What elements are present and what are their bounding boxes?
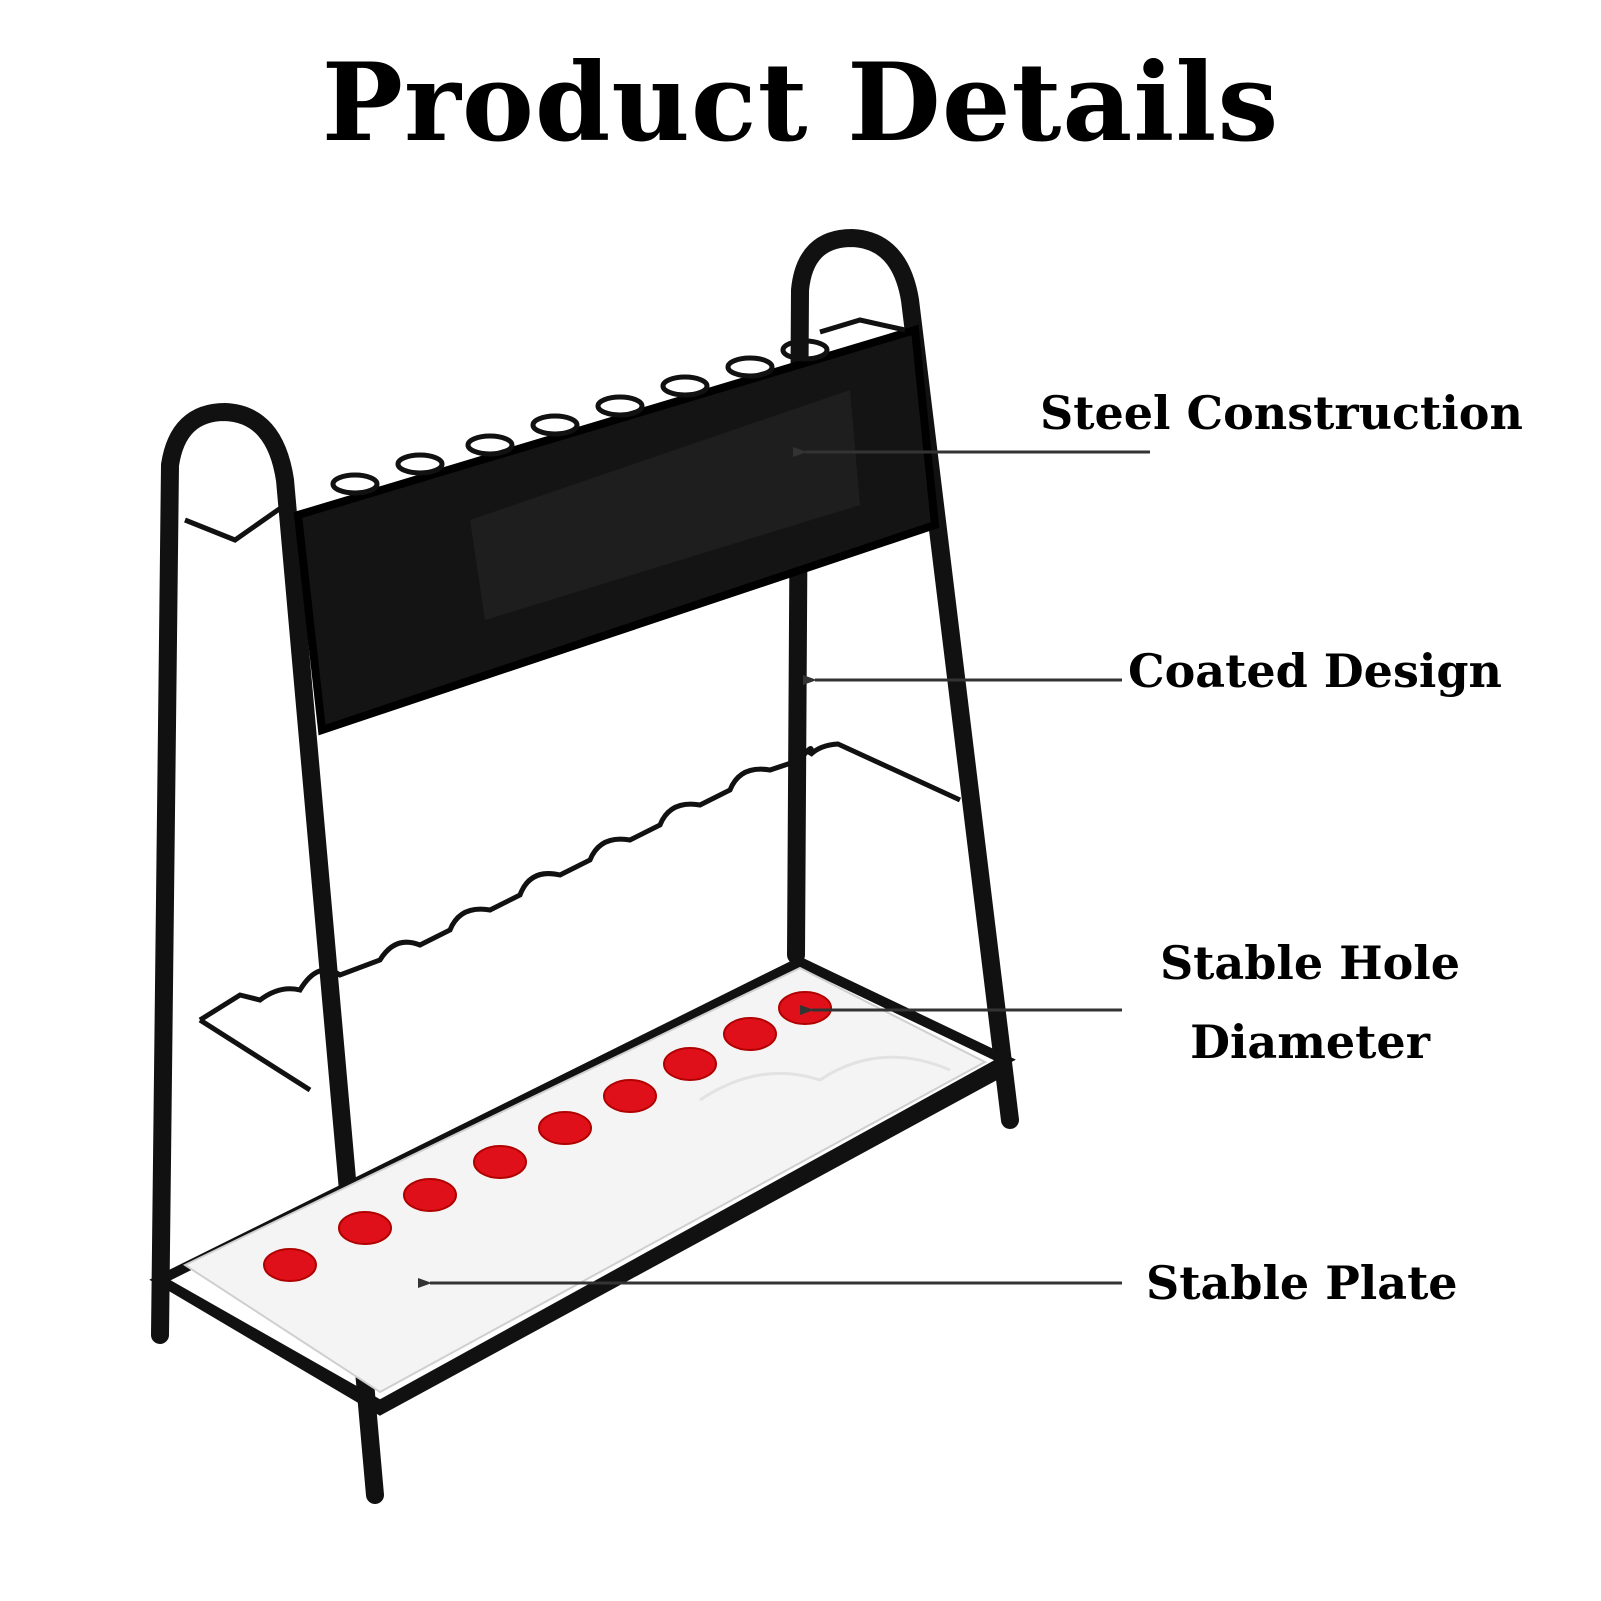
callout-arrows bbox=[418, 447, 1150, 1288]
hole-icon bbox=[403, 1178, 457, 1212]
label-line: Diameter bbox=[1190, 1015, 1430, 1070]
label-stable-plate: Stable Plate bbox=[1146, 1256, 1458, 1310]
hole-icon bbox=[263, 1248, 317, 1282]
label-line: Stable Hole bbox=[1159, 936, 1461, 990]
hole-icon bbox=[338, 1211, 392, 1245]
stable-plate bbox=[182, 966, 988, 1394]
top-panel bbox=[293, 324, 940, 736]
hole-icon bbox=[778, 991, 832, 1025]
label-stable-hole-diameter: Stable Hole Diameter bbox=[1130, 936, 1490, 1070]
hole-icon bbox=[723, 1017, 777, 1051]
hole-icon bbox=[538, 1111, 592, 1145]
hole-icon bbox=[473, 1145, 527, 1179]
hole-icon bbox=[663, 1047, 717, 1081]
label-coated-design: Coated Design bbox=[1128, 644, 1502, 698]
front-bottom-bar bbox=[157, 1065, 1008, 1416]
middle-wire-rack bbox=[198, 741, 962, 1093]
top-club-holder-loops bbox=[184, 317, 906, 543]
label-steel-construction: Steel Construction bbox=[1040, 386, 1523, 440]
hole-icon bbox=[603, 1079, 657, 1113]
page-title: Product Details bbox=[321, 40, 1280, 166]
